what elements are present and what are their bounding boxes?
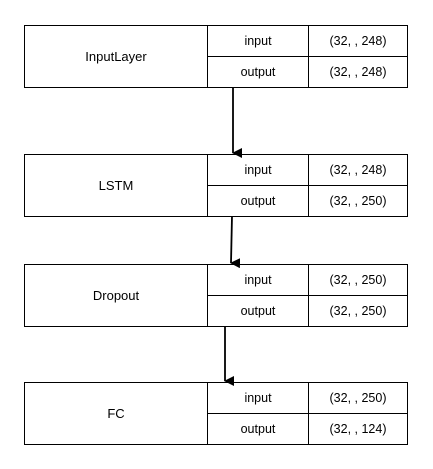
input-label: input [208,383,309,414]
output-label: output [208,57,309,87]
output-shape: (32, , 248) [329,65,387,79]
output-label: output [208,414,309,444]
output-label: output [208,186,309,216]
layer-box-lstm: LSTM input (32, , 248) output (32, , 250… [24,154,408,217]
input-label: input [208,155,309,186]
input-label: input [208,265,309,296]
input-label: input [208,26,309,57]
layer-box-fc: FC input (32, , 250) output (32, , 124) [24,382,408,445]
input-shape: (32, , 250) [309,265,407,296]
input-shape: (32, , 250) [309,383,407,414]
output-shape: (32, , 250) [329,194,387,208]
input-shape: (32, , 248) [309,155,407,186]
input-shape: (32, , 248) [309,26,407,57]
output-shape: (32, , 124) [329,422,387,436]
layer-name: Dropout [25,265,208,326]
layer-name: FC [25,383,208,444]
layer-name: LSTM [25,155,208,216]
layer-name: InputLayer [25,26,208,87]
output-shape: (32, , 250) [329,304,387,318]
layer-box-dropout: Dropout input (32, , 250) output (32, , … [24,264,408,327]
output-label: output [208,296,309,326]
layer-box-inputlayer: InputLayer input (32, , 248) output (32,… [24,25,408,88]
arrow-lstm-to-dropout [230,215,241,269]
